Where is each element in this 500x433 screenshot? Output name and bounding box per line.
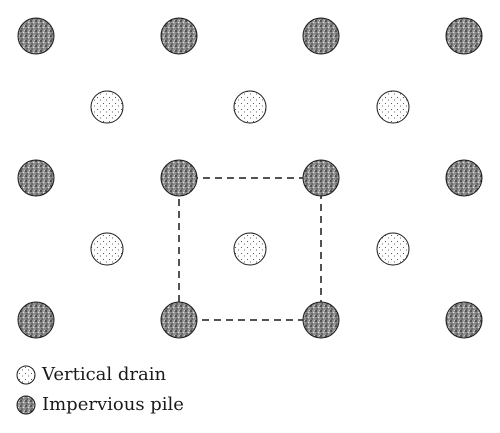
- legend-pile-label: Impervious pile: [42, 394, 184, 415]
- impervious-pile-r1-c2: [160, 17, 198, 55]
- impervious-pile-r2-c1: [17, 159, 55, 197]
- vertical-drain-r2-c3: [376, 232, 410, 266]
- impervious-pile-r3-c3: [302, 301, 340, 339]
- vertical-drain-r2-c2: [233, 232, 267, 266]
- impervious-pile-r2-c4: [445, 159, 483, 197]
- legend-pile-icon: [16, 395, 36, 415]
- impervious-pile-r1-c3: [302, 17, 340, 55]
- unit-cell-boundary: [178, 177, 322, 321]
- impervious-pile-r3-c4: [445, 301, 483, 339]
- impervious-pile-r3-c2: [160, 301, 198, 339]
- impervious-pile-r1-c4: [445, 17, 483, 55]
- unit-cell-dashed-square: [178, 177, 322, 321]
- vertical-drain-r1-c2: [233, 90, 267, 124]
- vertical-drain-r2-c1: [90, 232, 124, 266]
- impervious-pile-r2-c3: [302, 159, 340, 197]
- vertical-drain-r1-c1: [90, 90, 124, 124]
- legend-drain-icon: [16, 365, 36, 385]
- impervious-pile-r3-c1: [17, 301, 55, 339]
- legend-drain-label: Vertical drain: [42, 364, 167, 385]
- impervious-pile-r2-c2: [160, 159, 198, 197]
- vertical-drain-r1-c3: [376, 90, 410, 124]
- impervious-pile-r1-c1: [17, 17, 55, 55]
